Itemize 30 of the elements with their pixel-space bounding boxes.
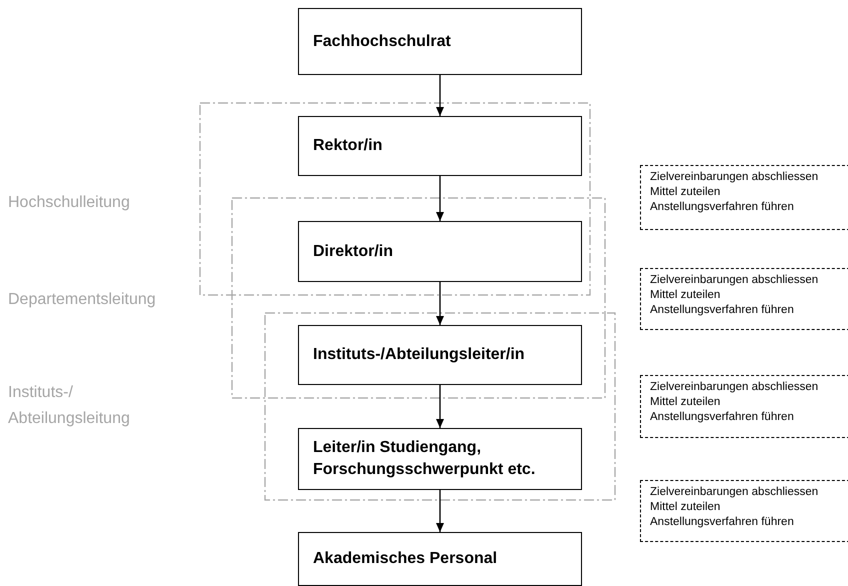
process-box: Rektor/in	[298, 116, 582, 176]
process-box: Direktor/in	[298, 221, 582, 282]
task-text: Mittel zuteilen	[650, 500, 722, 515]
task-text: Anstellungsverfahren führen	[650, 302, 795, 318]
process-box: Leiter/in Studiengang, Forschungsschwerpunkt etc.	[298, 428, 582, 490]
task-text: Anstellungsverfahren führen	[650, 410, 795, 425]
task-text: Zielvereinbarungen abschliessen	[650, 380, 820, 395]
task-text: Zielvereinbarungen abschliessen	[650, 273, 820, 288]
process-box: Akademisches Personal	[298, 532, 582, 586]
task-note	[640, 480, 848, 542]
arrow	[436, 176, 444, 221]
task-text: Anstellungsverfahren führen	[650, 514, 795, 530]
task-text: Mittel zuteilen	[650, 184, 722, 200]
task-text: Mittel zuteilen	[650, 288, 722, 303]
task-text: Zielvereinbarungen abschliessen	[650, 485, 820, 500]
region-label: Departementsleitung	[8, 290, 157, 310]
arrow	[436, 282, 444, 325]
task-note	[640, 165, 848, 230]
region-label: Hochschulleitung	[8, 193, 131, 213]
process-box: Fachhochschulrat	[298, 8, 582, 75]
arrow	[436, 385, 444, 428]
arrow	[436, 75, 444, 116]
region-label: Instituts-/ Abteilungsleitung	[8, 383, 131, 429]
arrow	[436, 490, 444, 532]
task-text: Mittel zuteilen	[650, 394, 722, 410]
task-note	[640, 375, 848, 438]
task-note	[640, 268, 848, 330]
process-box: Instituts-/Abteilungsleiter/in	[298, 325, 582, 385]
task-text: Anstellungsverfahren führen	[650, 200, 795, 215]
task-text: Zielvereinbarungen abschliessen	[650, 170, 820, 185]
